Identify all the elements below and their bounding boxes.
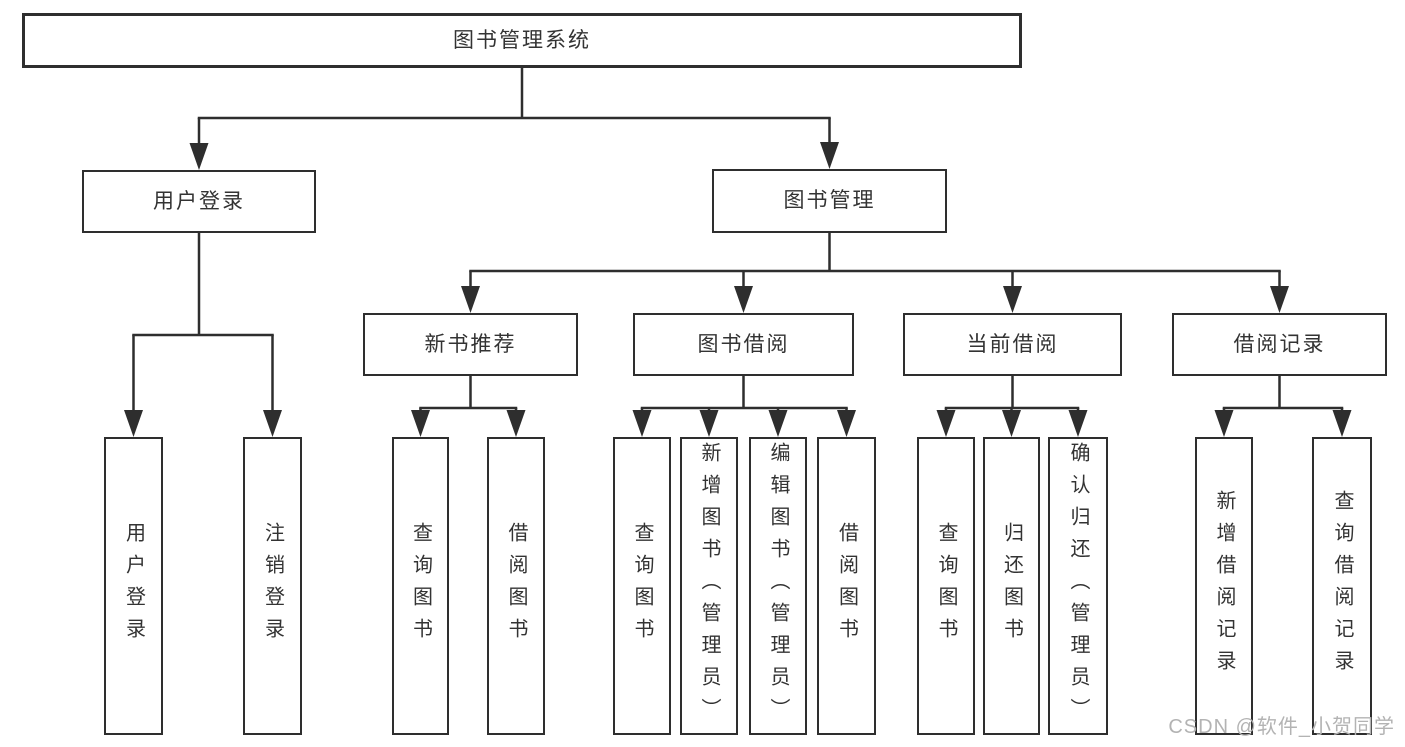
node-leaf-borrow-book-2: 借阅图书 (817, 437, 876, 735)
node-label-leaf-add-borrow-record: 新增借阅记录 (1213, 490, 1235, 682)
node-leaf-return-book: 归还图书 (983, 437, 1040, 735)
node-new-book-rec: 新书推荐 (363, 313, 578, 376)
node-label-leaf-borrow-book-2: 借阅图书 (835, 522, 858, 650)
node-leaf-logout: 注销登录 (243, 437, 302, 735)
node-label-root: 图书管理系统 (453, 28, 591, 52)
node-label-leaf-query-book-2: 查询图书 (631, 522, 653, 650)
node-leaf-add-borrow-record: 新增借阅记录 (1195, 437, 1253, 735)
node-borrow-records: 借阅记录 (1172, 313, 1387, 376)
node-leaf-query-book-1: 查询图书 (392, 437, 449, 735)
node-label-leaf-return-book: 归还图书 (1000, 522, 1023, 650)
node-book-borrow: 图书借阅 (633, 313, 854, 376)
node-leaf-query-book-2: 查询图书 (613, 437, 671, 735)
node-label-book-mgmt: 图书管理 (783, 189, 876, 213)
node-label-new-book-rec: 新书推荐 (424, 332, 517, 356)
node-label-leaf-query-book-1: 查询图书 (409, 522, 432, 650)
node-leaf-borrow-book-1: 借阅图书 (487, 437, 545, 735)
node-current-borrow: 当前借阅 (903, 313, 1122, 376)
node-label-user-login: 用户登录 (153, 189, 245, 213)
node-leaf-add-book: 新增图书（管理员） (680, 437, 738, 735)
csdn-watermark: CSDN @软件_小贺同学 (1168, 716, 1395, 738)
node-label-leaf-user-login: 用户登录 (122, 522, 145, 650)
node-leaf-edit-book: 编辑图书（管理员） (749, 437, 807, 735)
node-root: 图书管理系统 (22, 13, 1022, 68)
node-label-leaf-query-borrow-record: 查询借阅记录 (1331, 490, 1353, 682)
node-label-leaf-confirm-return: 确认归还（管理员） (1067, 442, 1089, 730)
node-leaf-confirm-return: 确认归还（管理员） (1048, 437, 1108, 735)
node-book-mgmt: 图书管理 (712, 169, 947, 233)
node-user-login: 用户登录 (82, 170, 316, 233)
node-label-book-borrow: 图书借阅 (697, 332, 790, 356)
node-leaf-query-borrow-record: 查询借阅记录 (1312, 437, 1372, 735)
node-label-leaf-logout: 注销登录 (261, 522, 284, 650)
node-label-borrow-records: 借阅记录 (1233, 332, 1326, 356)
node-leaf-user-login: 用户登录 (104, 437, 163, 735)
node-label-leaf-edit-book: 编辑图书（管理员） (767, 442, 789, 730)
node-label-leaf-add-book: 新增图书（管理员） (698, 442, 720, 730)
node-label-leaf-query-book-3: 查询图书 (935, 522, 957, 650)
node-label-leaf-borrow-book-1: 借阅图书 (505, 522, 527, 650)
node-label-current-borrow: 当前借阅 (966, 332, 1059, 356)
node-leaf-query-book-3: 查询图书 (917, 437, 975, 735)
